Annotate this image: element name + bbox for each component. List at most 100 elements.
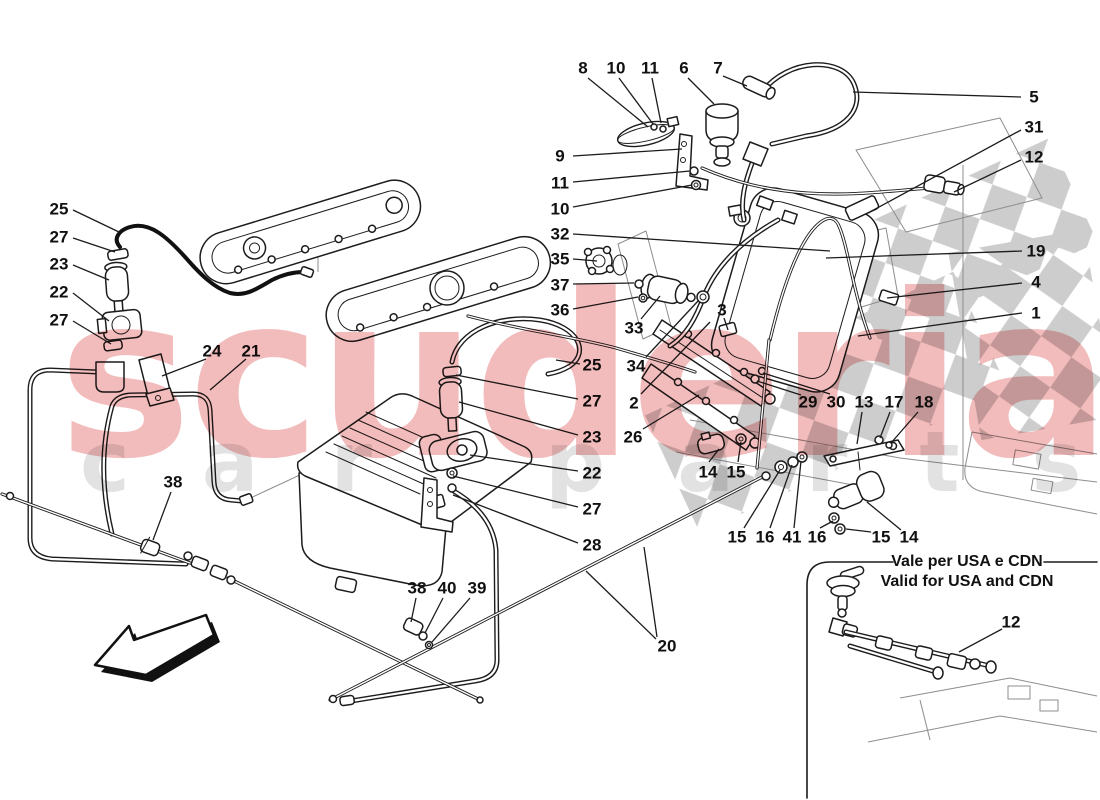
leader-line-15 <box>743 469 781 529</box>
leader-line-6 <box>687 77 715 105</box>
callout-28: 28 <box>583 536 602 555</box>
leader-line-28 <box>452 494 579 544</box>
callout-18: 18 <box>915 393 934 412</box>
leader-line-2 <box>640 321 711 395</box>
leader-line-22 <box>72 292 110 322</box>
bracket-31 <box>844 195 880 221</box>
engine-airbox <box>296 393 533 594</box>
callout-27: 27 <box>50 228 69 247</box>
leader-line-10 <box>572 184 693 208</box>
leader-line-33 <box>640 295 661 320</box>
bracket-9 <box>675 133 709 191</box>
callout-15: 15 <box>872 528 891 547</box>
mid-filter-assembly <box>418 365 488 533</box>
leader-line-15 <box>737 441 742 463</box>
leader-line-36 <box>572 296 639 310</box>
leader-line-16 <box>769 464 793 529</box>
callout-39: 39 <box>468 579 487 598</box>
callout-27: 27 <box>50 311 69 330</box>
valve-33 <box>640 273 696 305</box>
callout-24: 24 <box>203 342 222 361</box>
callout-16: 16 <box>808 528 827 547</box>
washer-18 <box>885 441 893 449</box>
callout-11: 11 <box>641 59 659 78</box>
leader-line-40 <box>424 597 444 634</box>
callout-15: 15 <box>728 528 747 547</box>
check-valve-assembly <box>616 75 965 196</box>
leader-line-16 <box>819 520 834 529</box>
leader-line-8 <box>587 77 649 128</box>
purge-valve-cluster <box>583 245 710 305</box>
callout-9: 9 <box>555 147 564 166</box>
leader-line-27 <box>455 374 579 400</box>
callout-20: 20 <box>658 637 677 656</box>
callout-41: 41 <box>783 528 802 547</box>
callout-4: 4 <box>1031 273 1041 292</box>
bush-15 <box>774 460 788 474</box>
callout-34: 34 <box>627 357 646 376</box>
leader-line-12 <box>953 159 1022 193</box>
callout-10: 10 <box>607 59 626 78</box>
washer-27 <box>446 467 458 479</box>
leader-line-23 <box>458 401 579 436</box>
leader-line-27 <box>72 237 116 253</box>
chassis-context-lines <box>245 117 1098 515</box>
cam-cover-right <box>325 235 552 343</box>
leader-line-34 <box>645 300 699 358</box>
callout-25: 25 <box>583 356 602 375</box>
callout-36: 36 <box>551 301 570 320</box>
leader-line-25 <box>555 359 581 365</box>
callout-1: 1 <box>1031 304 1040 323</box>
leader-line-7 <box>722 75 748 87</box>
fitting-7 <box>742 75 776 100</box>
usa-cdn-note: Vale per USA e CDN Valid for USA and CDN <box>836 552 1098 592</box>
callout-22: 22 <box>50 283 69 302</box>
nut-10 <box>690 179 702 191</box>
washer-15 <box>834 523 846 535</box>
leader-line-31 <box>867 129 1022 214</box>
callout-25: 25 <box>50 200 69 219</box>
leader-line-14 <box>708 448 720 463</box>
callout-21: 21 <box>242 342 261 361</box>
callout-40: 40 <box>438 579 457 598</box>
bush-41 <box>796 451 808 463</box>
bolt-36 <box>634 279 644 289</box>
usa-note-line-english: Valid for USA and CDN <box>880 573 1054 590</box>
leader-line-26 <box>642 394 700 430</box>
callout-35: 35 <box>551 250 570 269</box>
leader-line-5 <box>852 91 1022 98</box>
leader-line-18 <box>890 411 919 444</box>
leader-line-9 <box>572 148 683 157</box>
callout-10: 10 <box>551 200 570 219</box>
leader-line-38 <box>410 597 417 623</box>
callout-27: 27 <box>583 392 602 411</box>
leader-line-13 <box>856 411 863 445</box>
leader-line-11 <box>651 77 662 124</box>
left-filter-assembly <box>95 248 315 407</box>
callout-15: 15 <box>727 463 746 482</box>
callout-23: 23 <box>583 428 602 447</box>
leader-line-29 <box>756 380 802 396</box>
pipe-fittings <box>5 491 484 707</box>
callout-14: 14 <box>699 463 718 482</box>
hatch-patch-top-right <box>831 138 1098 344</box>
callout-5: 5 <box>1029 88 1038 107</box>
callout-12: 12 <box>1025 148 1044 167</box>
callout-2: 2 <box>629 394 638 413</box>
callout-19: 19 <box>1027 242 1046 261</box>
bolt-11 <box>689 166 699 176</box>
cam-cover-left <box>199 179 422 285</box>
leader-line-23 <box>72 264 110 281</box>
callout-26: 26 <box>624 428 643 447</box>
clamp-38 <box>402 617 424 636</box>
callout-29: 29 <box>799 393 818 412</box>
nut-39 <box>424 640 434 650</box>
callout-14: 14 <box>900 528 919 547</box>
bush-16 <box>787 456 799 468</box>
callout-7: 7 <box>713 59 722 78</box>
leader-line-39 <box>431 597 471 643</box>
nut-37 <box>638 293 648 303</box>
leader-line-20 <box>585 570 657 640</box>
